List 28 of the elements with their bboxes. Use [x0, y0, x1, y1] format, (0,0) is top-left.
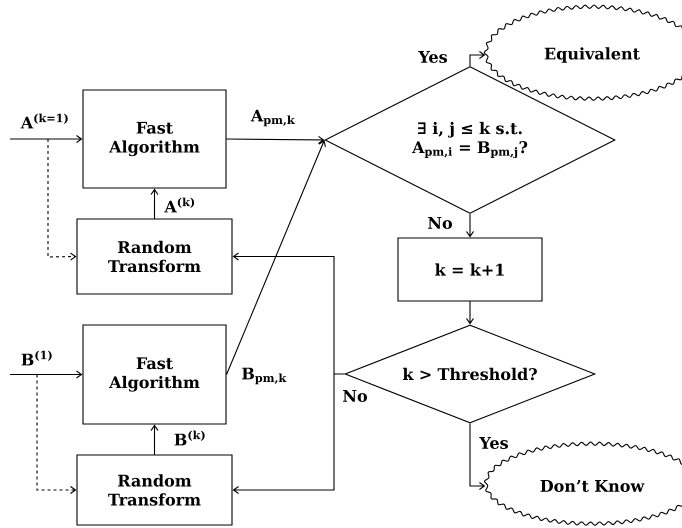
process-box: Random Transform: [76, 218, 233, 295]
edge-label: B$^{(1)}$: [22, 350, 52, 366]
arrow: [226, 136, 324, 144]
edge-label: A$^{(k)}$: [164, 198, 194, 212]
edge-label: A$^{(k=1)}$: [20, 114, 68, 128]
arrow: [466, 214, 474, 238]
arrow: [150, 188, 158, 218]
dashed-arrow: [36, 374, 76, 494]
edge-label: No: [343, 390, 367, 402]
process-box: k = k+1: [397, 237, 543, 302]
edge-label: B$^{(k)}$: [174, 430, 205, 446]
process-box: Fast Algorithm: [82, 89, 227, 189]
process-box: Fast Algorithm: [82, 324, 227, 425]
arrow: [232, 373, 344, 494]
arrow: [10, 370, 82, 378]
arrow: [466, 302, 474, 324]
dashed-arrow: [47, 139, 76, 261]
terminal-cloud: Equivalent: [484, 4, 682, 101]
arrow: [469, 51, 486, 66]
process-box: Random Transform: [76, 454, 233, 526]
arrow: [226, 140, 326, 375]
edge-label: No: [428, 217, 452, 229]
arrow: [469, 424, 486, 490]
arrow: [150, 424, 158, 454]
arrow: [10, 135, 82, 143]
edge-label: A$_{pm,k}$: [250, 110, 295, 126]
edge-label: Yes: [418, 51, 447, 63]
edge-label: B$_{pm,k}$: [242, 368, 286, 384]
